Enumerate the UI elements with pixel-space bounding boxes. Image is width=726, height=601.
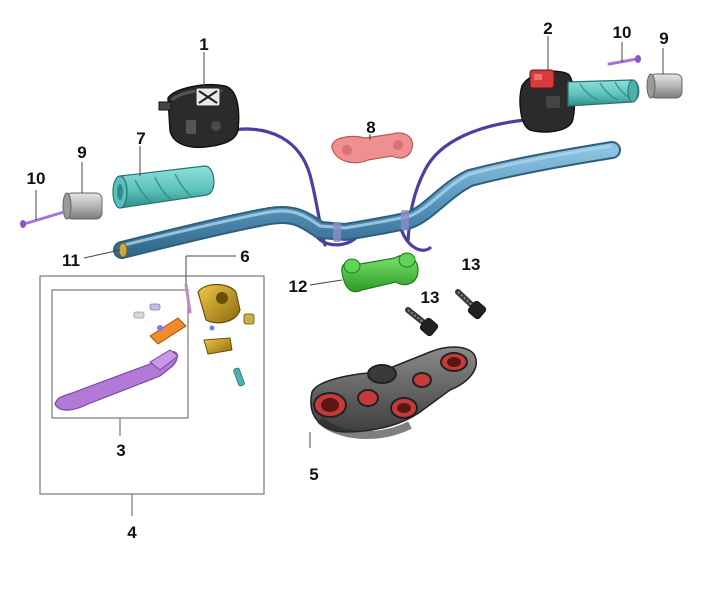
right-switch-housing-2 bbox=[519, 69, 576, 133]
callout-labels: 1 2 3 4 5 6 7 8 9 9 10 10 11 12 13 13 bbox=[27, 19, 669, 542]
callout-10-right: 10 bbox=[613, 23, 632, 42]
callout-13-right: 13 bbox=[462, 255, 481, 274]
lever-small-parts bbox=[133, 303, 187, 345]
lever-assembly-bracket-4 bbox=[39, 275, 265, 516]
callout-6: 6 bbox=[240, 247, 249, 266]
callout-1: 1 bbox=[199, 35, 208, 54]
callout-3: 3 bbox=[116, 441, 125, 460]
upper-clamp-8 bbox=[331, 132, 414, 164]
callout-2: 2 bbox=[543, 19, 552, 38]
triple-clamp-bores bbox=[313, 352, 468, 419]
lower-clamp-12 bbox=[341, 252, 419, 293]
handlebar-11 bbox=[113, 141, 621, 259]
handlebar-left-end bbox=[118, 242, 128, 258]
callout-4: 4 bbox=[127, 523, 137, 542]
right-grip bbox=[567, 79, 640, 107]
callout-13-left: 13 bbox=[421, 288, 440, 307]
callout-7: 7 bbox=[136, 129, 145, 148]
leader-lines bbox=[35, 36, 664, 448]
callout-8: 8 bbox=[366, 118, 375, 137]
callout-9-right: 9 bbox=[659, 29, 668, 48]
clamp-bolt-left-13 bbox=[405, 307, 439, 337]
callout-9-left: 9 bbox=[77, 143, 86, 162]
assembly-box-4 bbox=[39, 275, 265, 495]
callout-10-left: 10 bbox=[27, 169, 46, 188]
bar-end-bolt-left-10 bbox=[20, 210, 66, 228]
bar-end-right-9 bbox=[646, 73, 683, 99]
left-switch-housing-1 bbox=[158, 84, 240, 149]
lever-perch-6 bbox=[184, 283, 255, 387]
bar-end-bolt-right-10 bbox=[607, 55, 641, 66]
callout-11: 11 bbox=[62, 251, 80, 270]
triple-clamp-5 bbox=[310, 346, 477, 440]
clutch-lever-3 bbox=[54, 349, 179, 411]
callout-5: 5 bbox=[309, 465, 318, 484]
left-grip-7 bbox=[112, 165, 215, 209]
clamp-bolt-right-13 bbox=[455, 289, 487, 320]
bar-end-left-9 bbox=[62, 192, 103, 220]
callout-12: 12 bbox=[289, 277, 308, 296]
